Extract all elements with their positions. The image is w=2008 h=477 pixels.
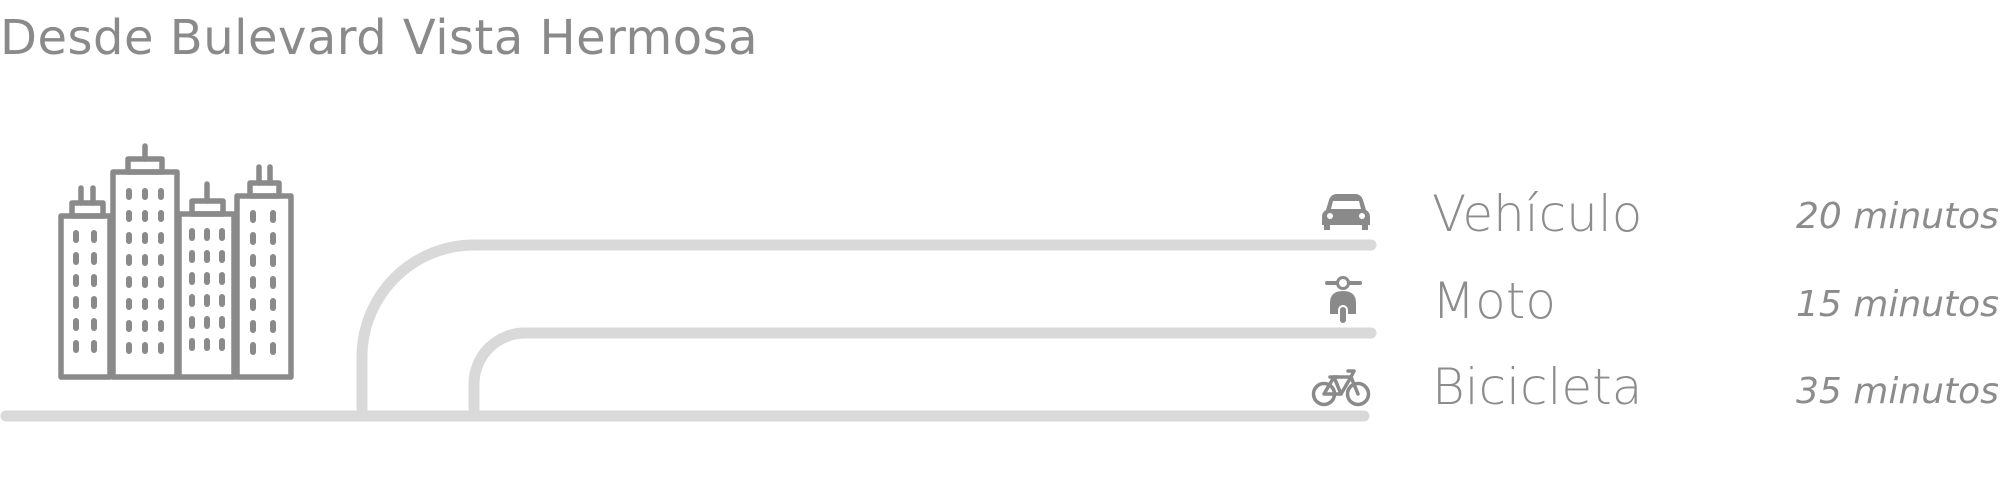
route-time-moto: 15 minutos	[1796, 284, 1999, 325]
page-title: Desde Bulevard Vista Hermosa	[0, 10, 759, 66]
road-vehicle	[356, 239, 1377, 422]
car-icon	[1322, 194, 1370, 230]
scooter-icon	[1325, 276, 1362, 325]
buildings-icon	[58, 143, 294, 380]
building-windows	[73, 188, 276, 355]
route-time-vehicle: 20 minutos	[1796, 196, 1999, 237]
route-mode-moto: Moto	[1432, 272, 1556, 330]
route-mode-bicycle: Bicicleta	[1432, 358, 1643, 416]
route-time-bicycle: 35 minutos	[1796, 371, 1999, 412]
route-mode-vehicle: Vehículo	[1432, 185, 1643, 243]
road-moto	[468, 327, 1377, 422]
bicycle-icon	[1311, 369, 1371, 407]
